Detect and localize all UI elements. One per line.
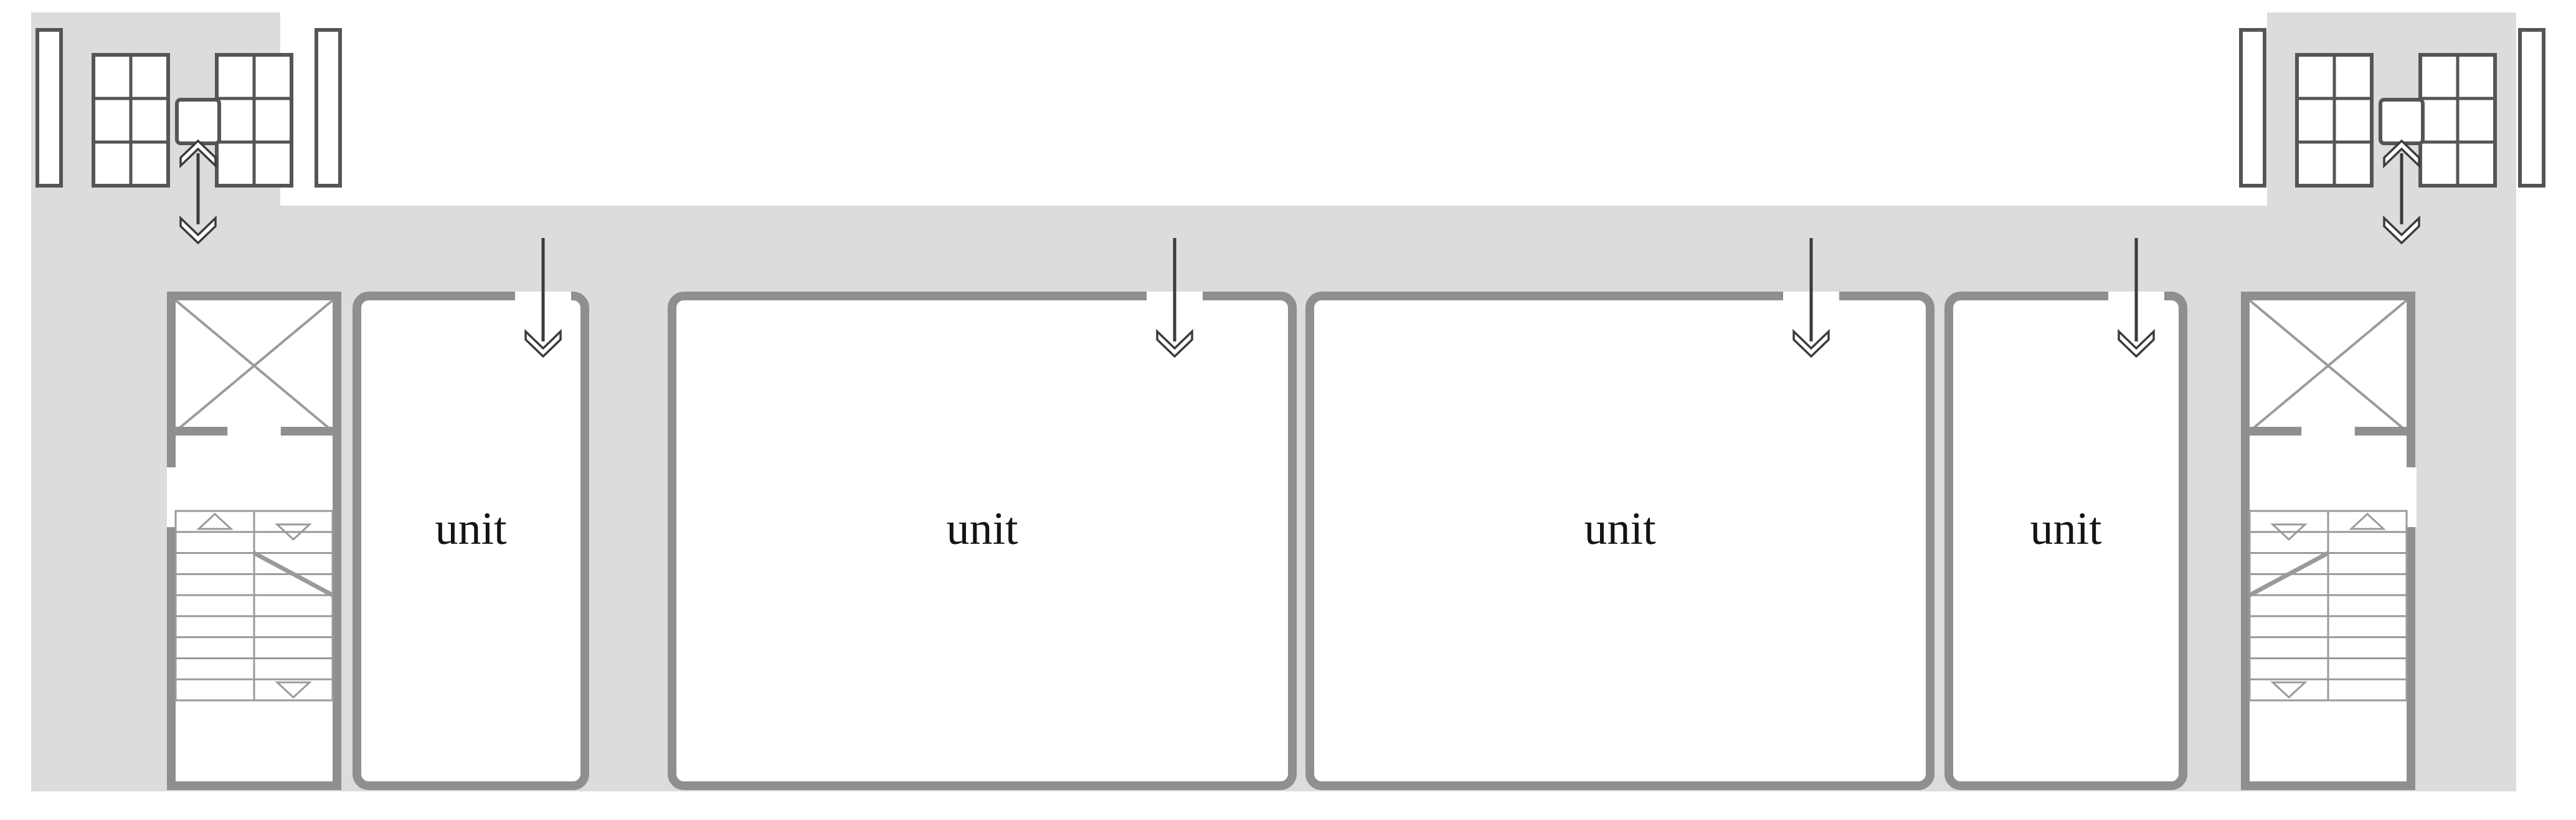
shaft-wall-segment [280,427,333,436]
unit-wall [1305,292,1934,790]
unit-floor [1944,292,2187,790]
chevron-down-icon [1156,328,1193,358]
units-group [353,292,2187,790]
unit-floor [668,292,1297,790]
entry-grid-right [215,53,293,188]
corridor-arrow-1 [524,238,562,358]
chevron-down-icon [2118,328,2155,358]
chevron-down-icon [2383,215,2420,245]
shaft-wall-segment [176,427,228,436]
triangle-down-marker [2270,681,2308,699]
entry-left [36,28,342,245]
diagonal-break-line [2248,551,2329,598]
chevron-down-icon [179,215,217,245]
chevron-down-icon [524,328,562,358]
triangle-up-marker [196,512,234,530]
core-wall [2241,292,2415,790]
triangle-down-marker [2270,523,2308,541]
unit-3 [1305,292,1934,790]
unit-label: unit [435,503,507,555]
entry-pylon-right [315,28,342,188]
shaft-wall-segment [2354,427,2407,436]
entry-center-box [175,98,221,145]
unit-floor [353,292,589,790]
triangle-up-marker [2349,512,2386,530]
entry-clusters-group [36,28,2545,245]
lobby-opening [167,467,177,527]
unit-label: unit [1584,503,1656,555]
circulation-arrows-group [524,238,2155,358]
core-right [2241,292,2417,790]
shaft-cross-line [2248,299,2408,432]
entry-pylon-left [2239,28,2266,188]
unit-floor [1305,292,1934,790]
triangle-down-marker [275,681,312,699]
unit-label: unit [946,503,1018,555]
diagonal-break-line [253,551,334,598]
shaft-cross-line [174,299,334,432]
unit-1 [353,292,589,790]
corridor-arrow-4 [2118,238,2155,358]
chevron-up-icon [179,139,217,169]
corridor-arrow-2 [1156,238,1193,358]
core-wall [167,292,341,790]
entry-pylon-left [36,28,63,188]
unit-wall [353,292,589,790]
chevron-down-icon [1792,328,1830,358]
entry-grid-right [2418,53,2497,188]
unit-wall [668,292,1297,790]
unit-wall [1944,292,2187,790]
core-left [167,292,341,790]
corridor-arrow-3 [1792,238,1830,358]
chevron-up-icon [2383,139,2420,169]
entry-right [2239,28,2545,245]
entry-grid-left [2295,53,2374,188]
unit-labels-group: unit unit unit unit [435,503,2102,555]
entry-grid-left [92,53,170,188]
entry-center-box [2379,98,2425,145]
entry-pylon-right [2518,28,2545,188]
unit-4 [1944,292,2187,790]
unit-label: unit [2030,503,2102,555]
stair-cores-group [167,292,2417,790]
unit-2 [668,292,1297,790]
triangle-down-marker [275,523,312,541]
shaft-wall-segment [2250,427,2302,436]
lobby-opening [2407,467,2417,527]
